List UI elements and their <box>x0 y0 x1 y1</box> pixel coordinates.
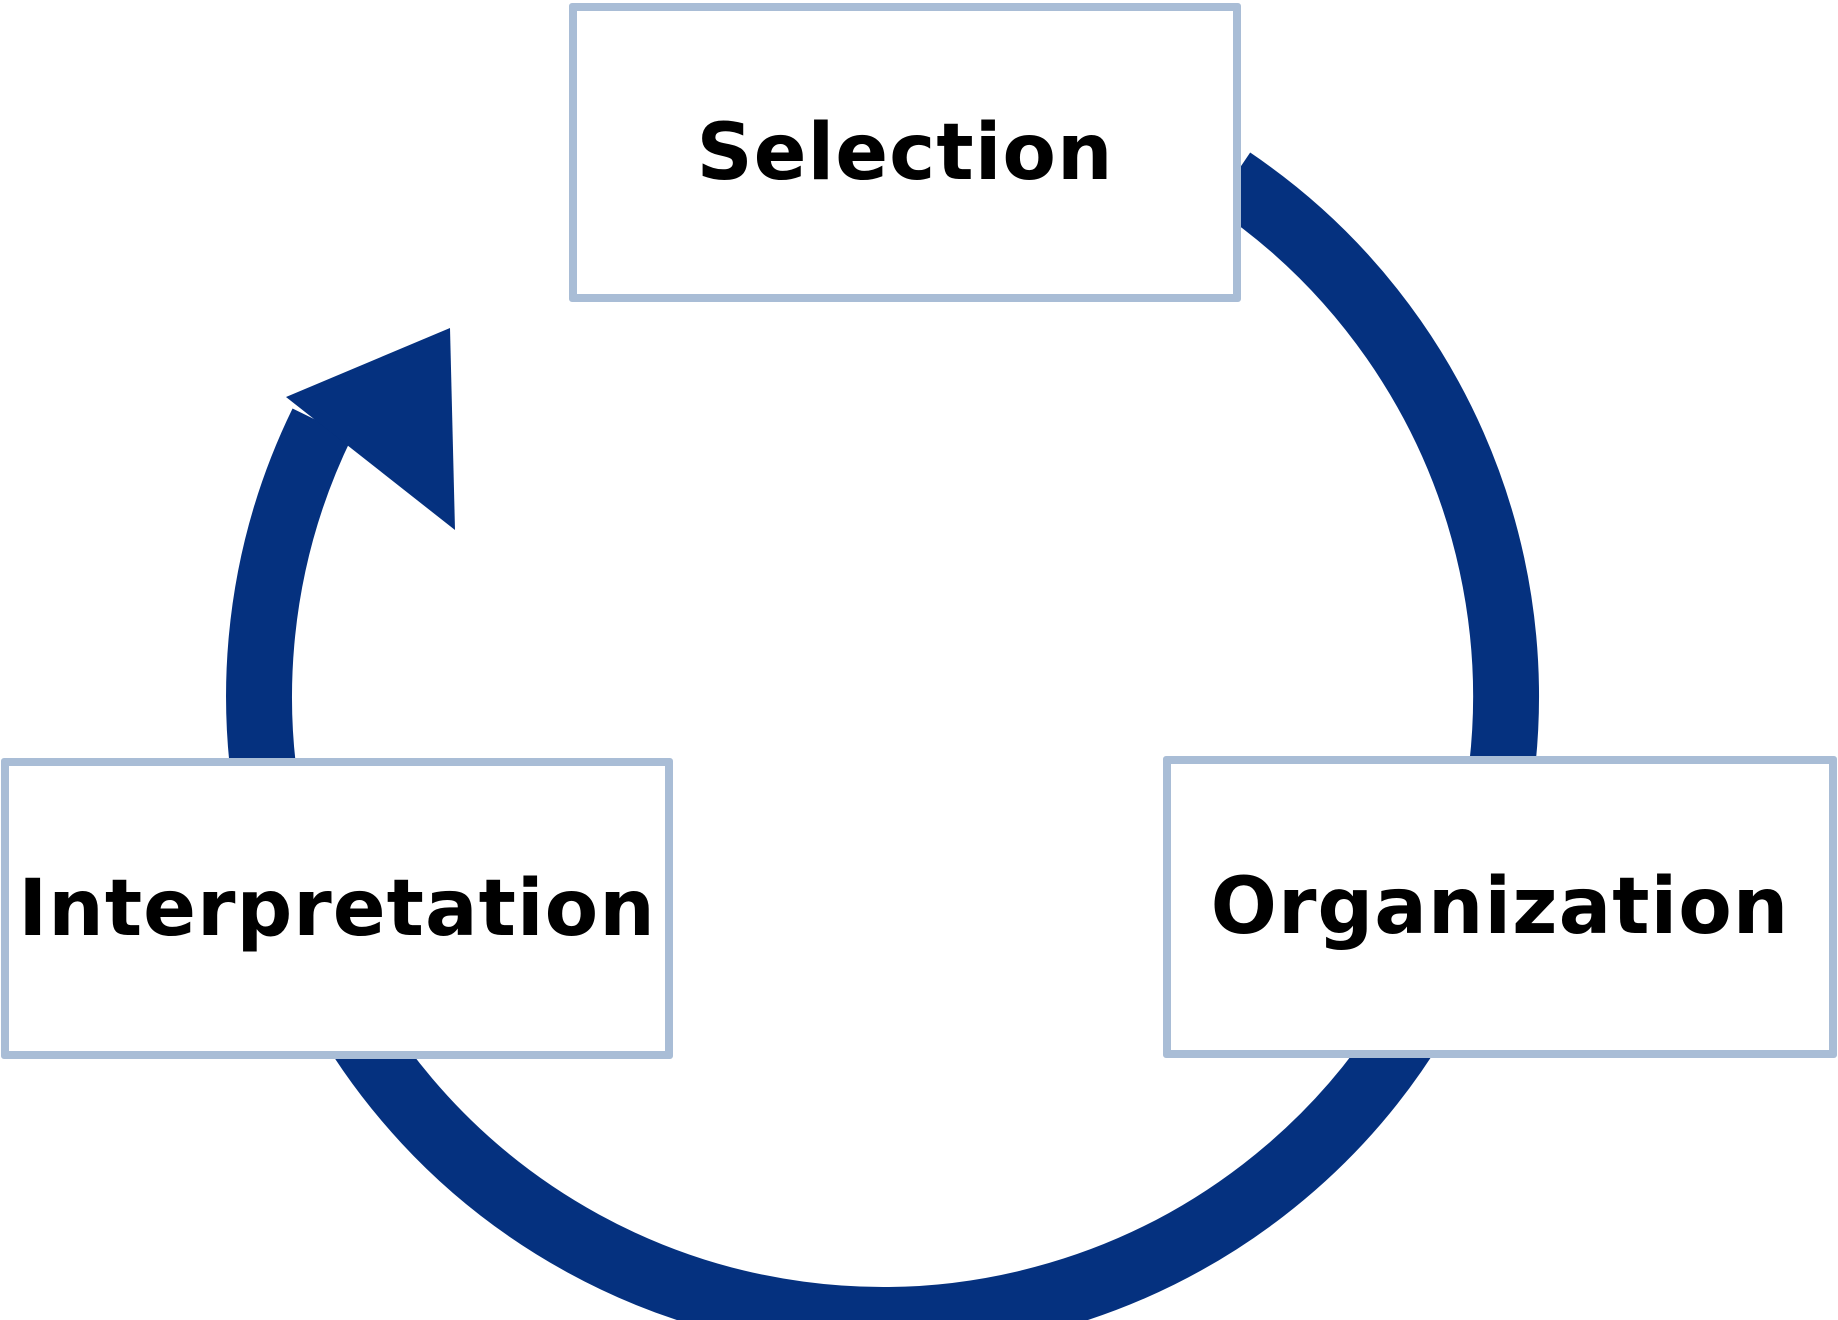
arrowhead-icon <box>286 328 455 530</box>
stage-label-selection: Selection <box>696 107 1114 198</box>
stage-box-interpretation: Interpretation <box>1 758 673 1059</box>
stage-box-selection: Selection <box>569 3 1241 302</box>
stage-label-interpretation: Interpretation <box>18 863 656 954</box>
stage-box-organization: Organization <box>1163 756 1837 1058</box>
stage-label-organization: Organization <box>1210 862 1790 952</box>
